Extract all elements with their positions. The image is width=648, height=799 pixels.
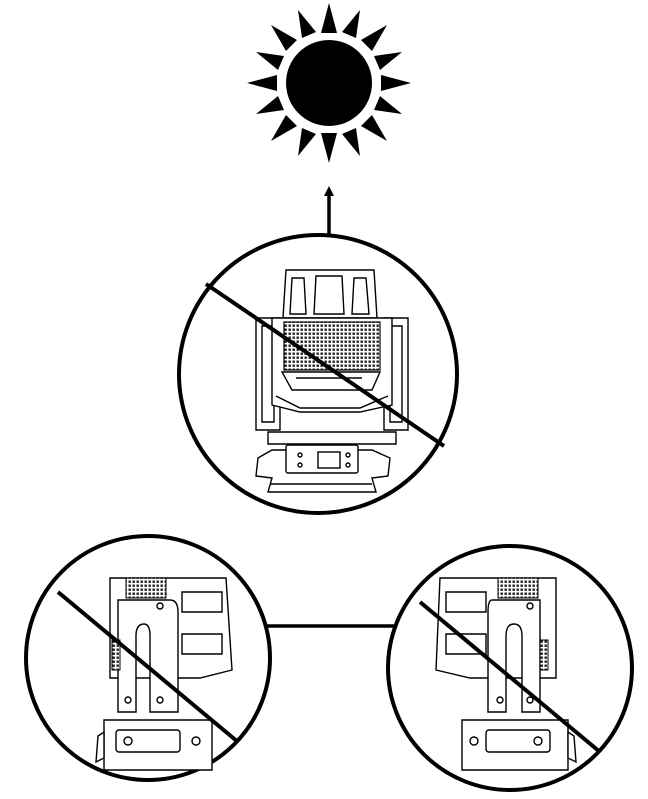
moving-head-front-prohibited-icon [177, 233, 459, 515]
moving-head-side-right-prohibited-icon [386, 544, 634, 792]
sun-icon [247, 3, 411, 163]
moving-head-side-left-prohibited-icon [24, 534, 272, 782]
